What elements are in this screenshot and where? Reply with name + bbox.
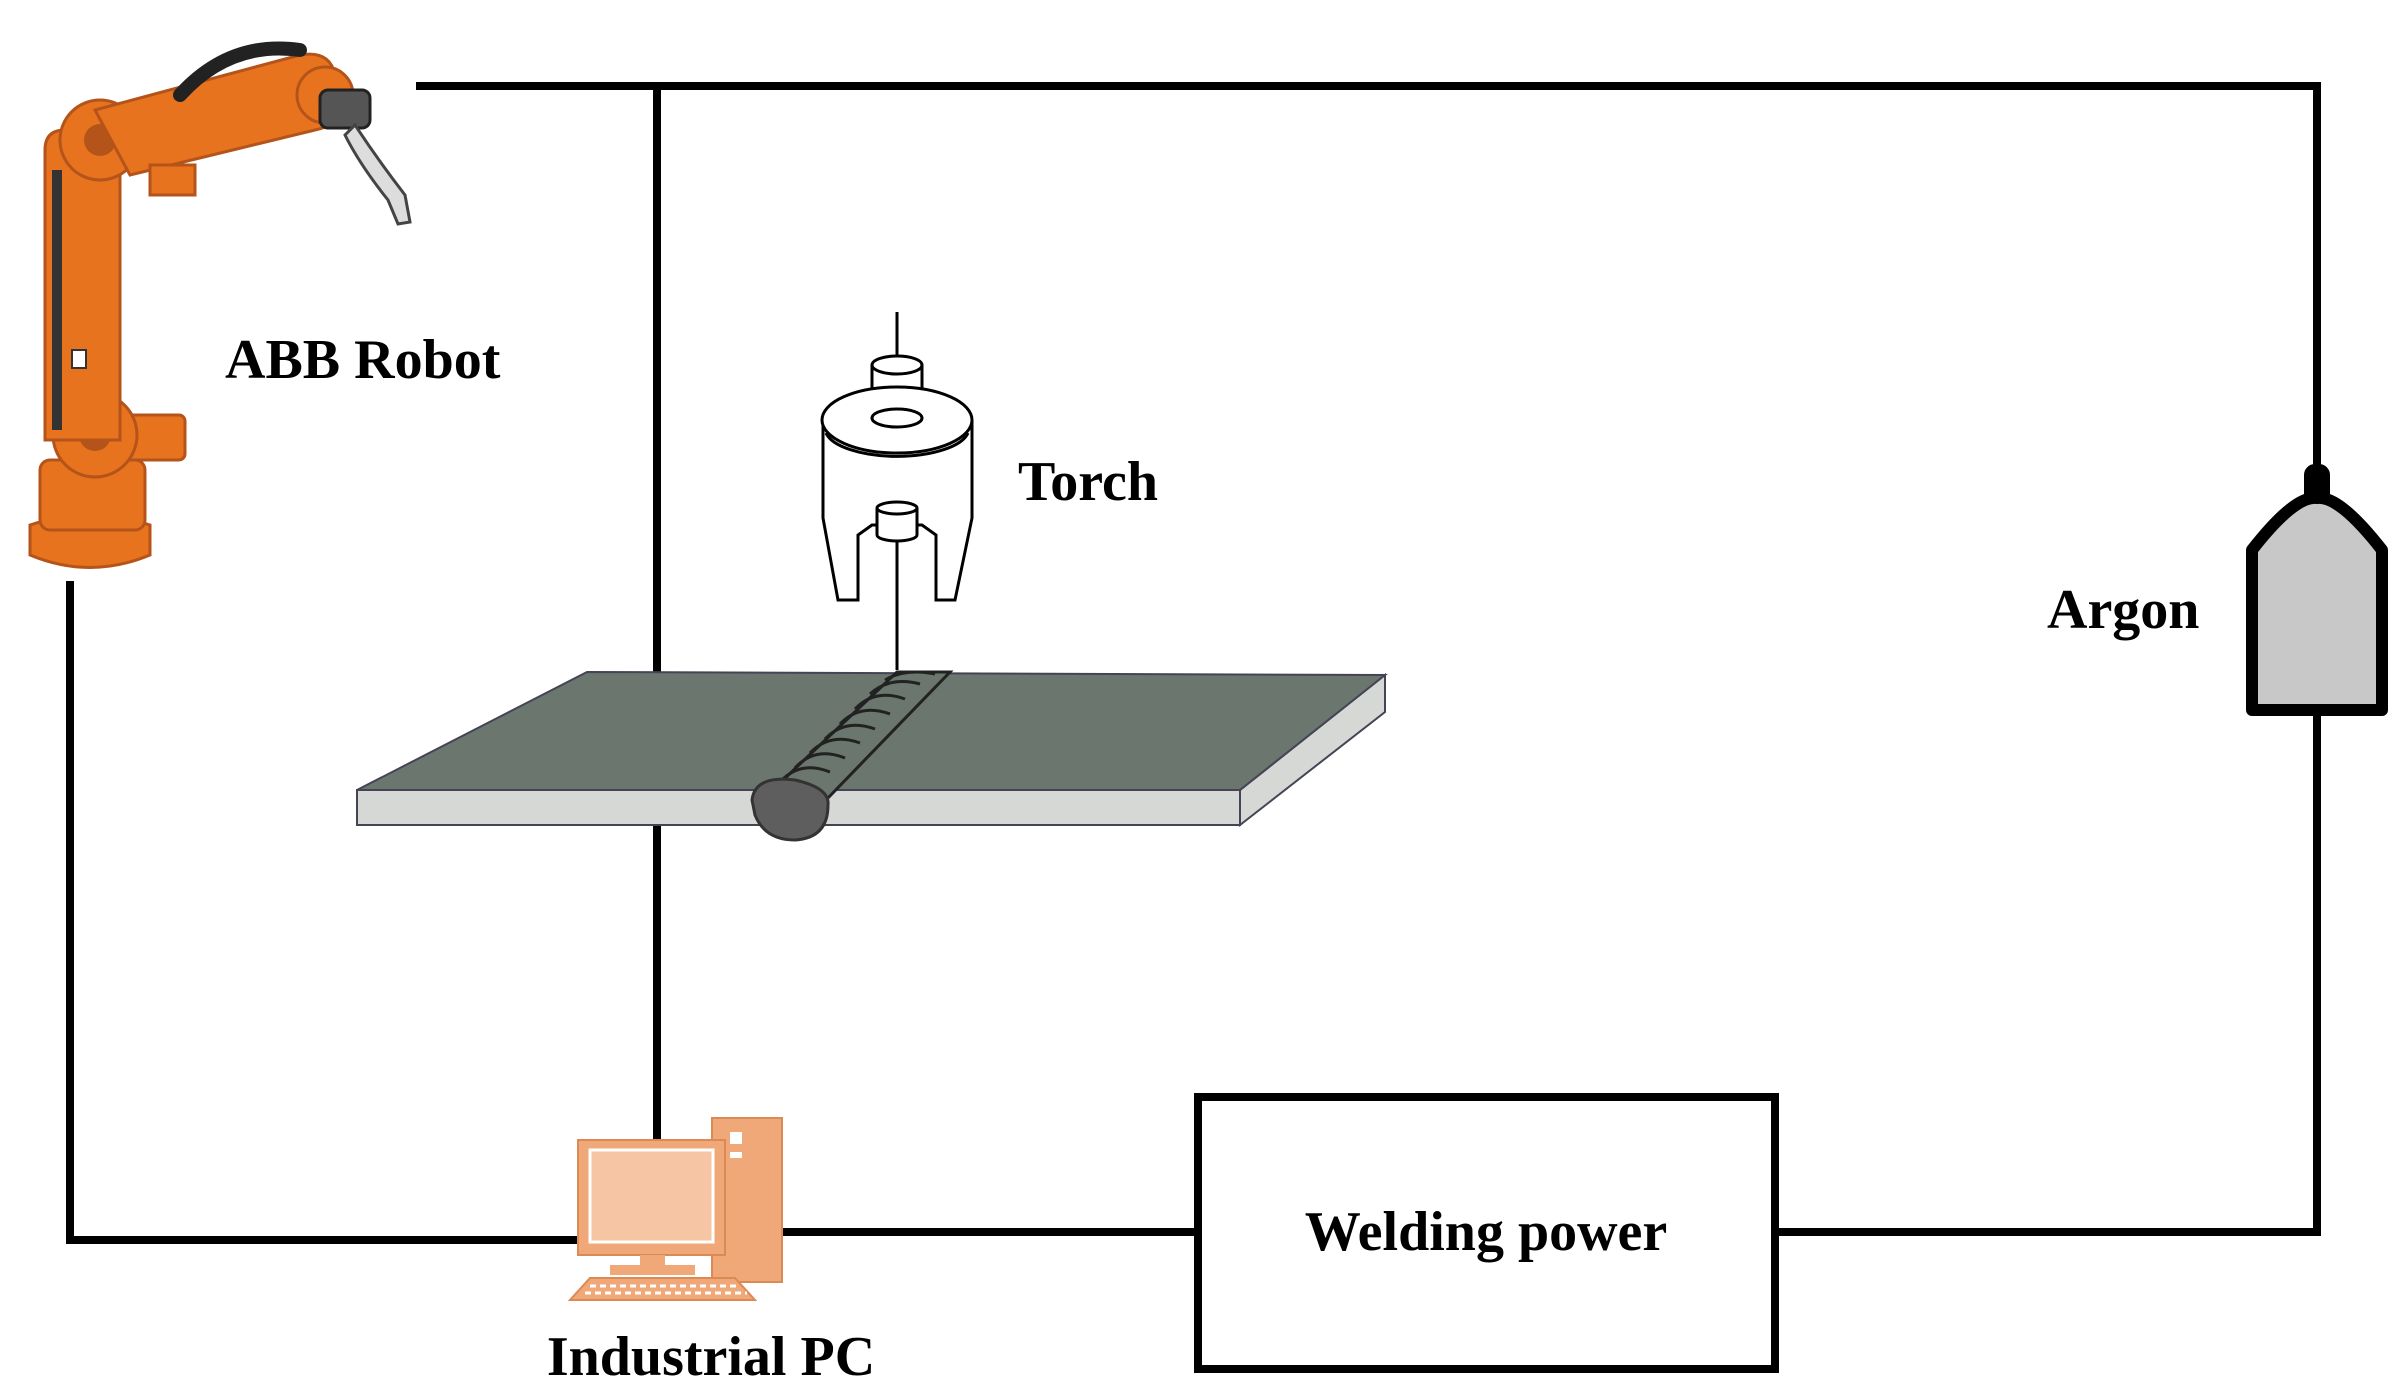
argon-label: Argon [2047,579,2199,641]
torch-label: Torch [1018,451,1158,513]
robot-label: ABB Robot [225,329,501,391]
connection-lines [66,82,2321,1244]
line-robot-to-argon [416,82,2321,469]
welding-power-box [1194,1093,1779,1373]
torch-icon [820,312,974,670]
robot-icon [28,41,412,569]
welding-power-label: Welding power [1305,1201,1667,1263]
line-power-to-argon [1771,708,2321,1236]
gas-cylinder-icon [2246,464,2388,716]
computer-icon [567,1117,783,1301]
line-robot-to-pc [66,581,589,1244]
weld-bead [750,670,954,842]
industrial-pc-label: Industrial PC [547,1326,875,1388]
